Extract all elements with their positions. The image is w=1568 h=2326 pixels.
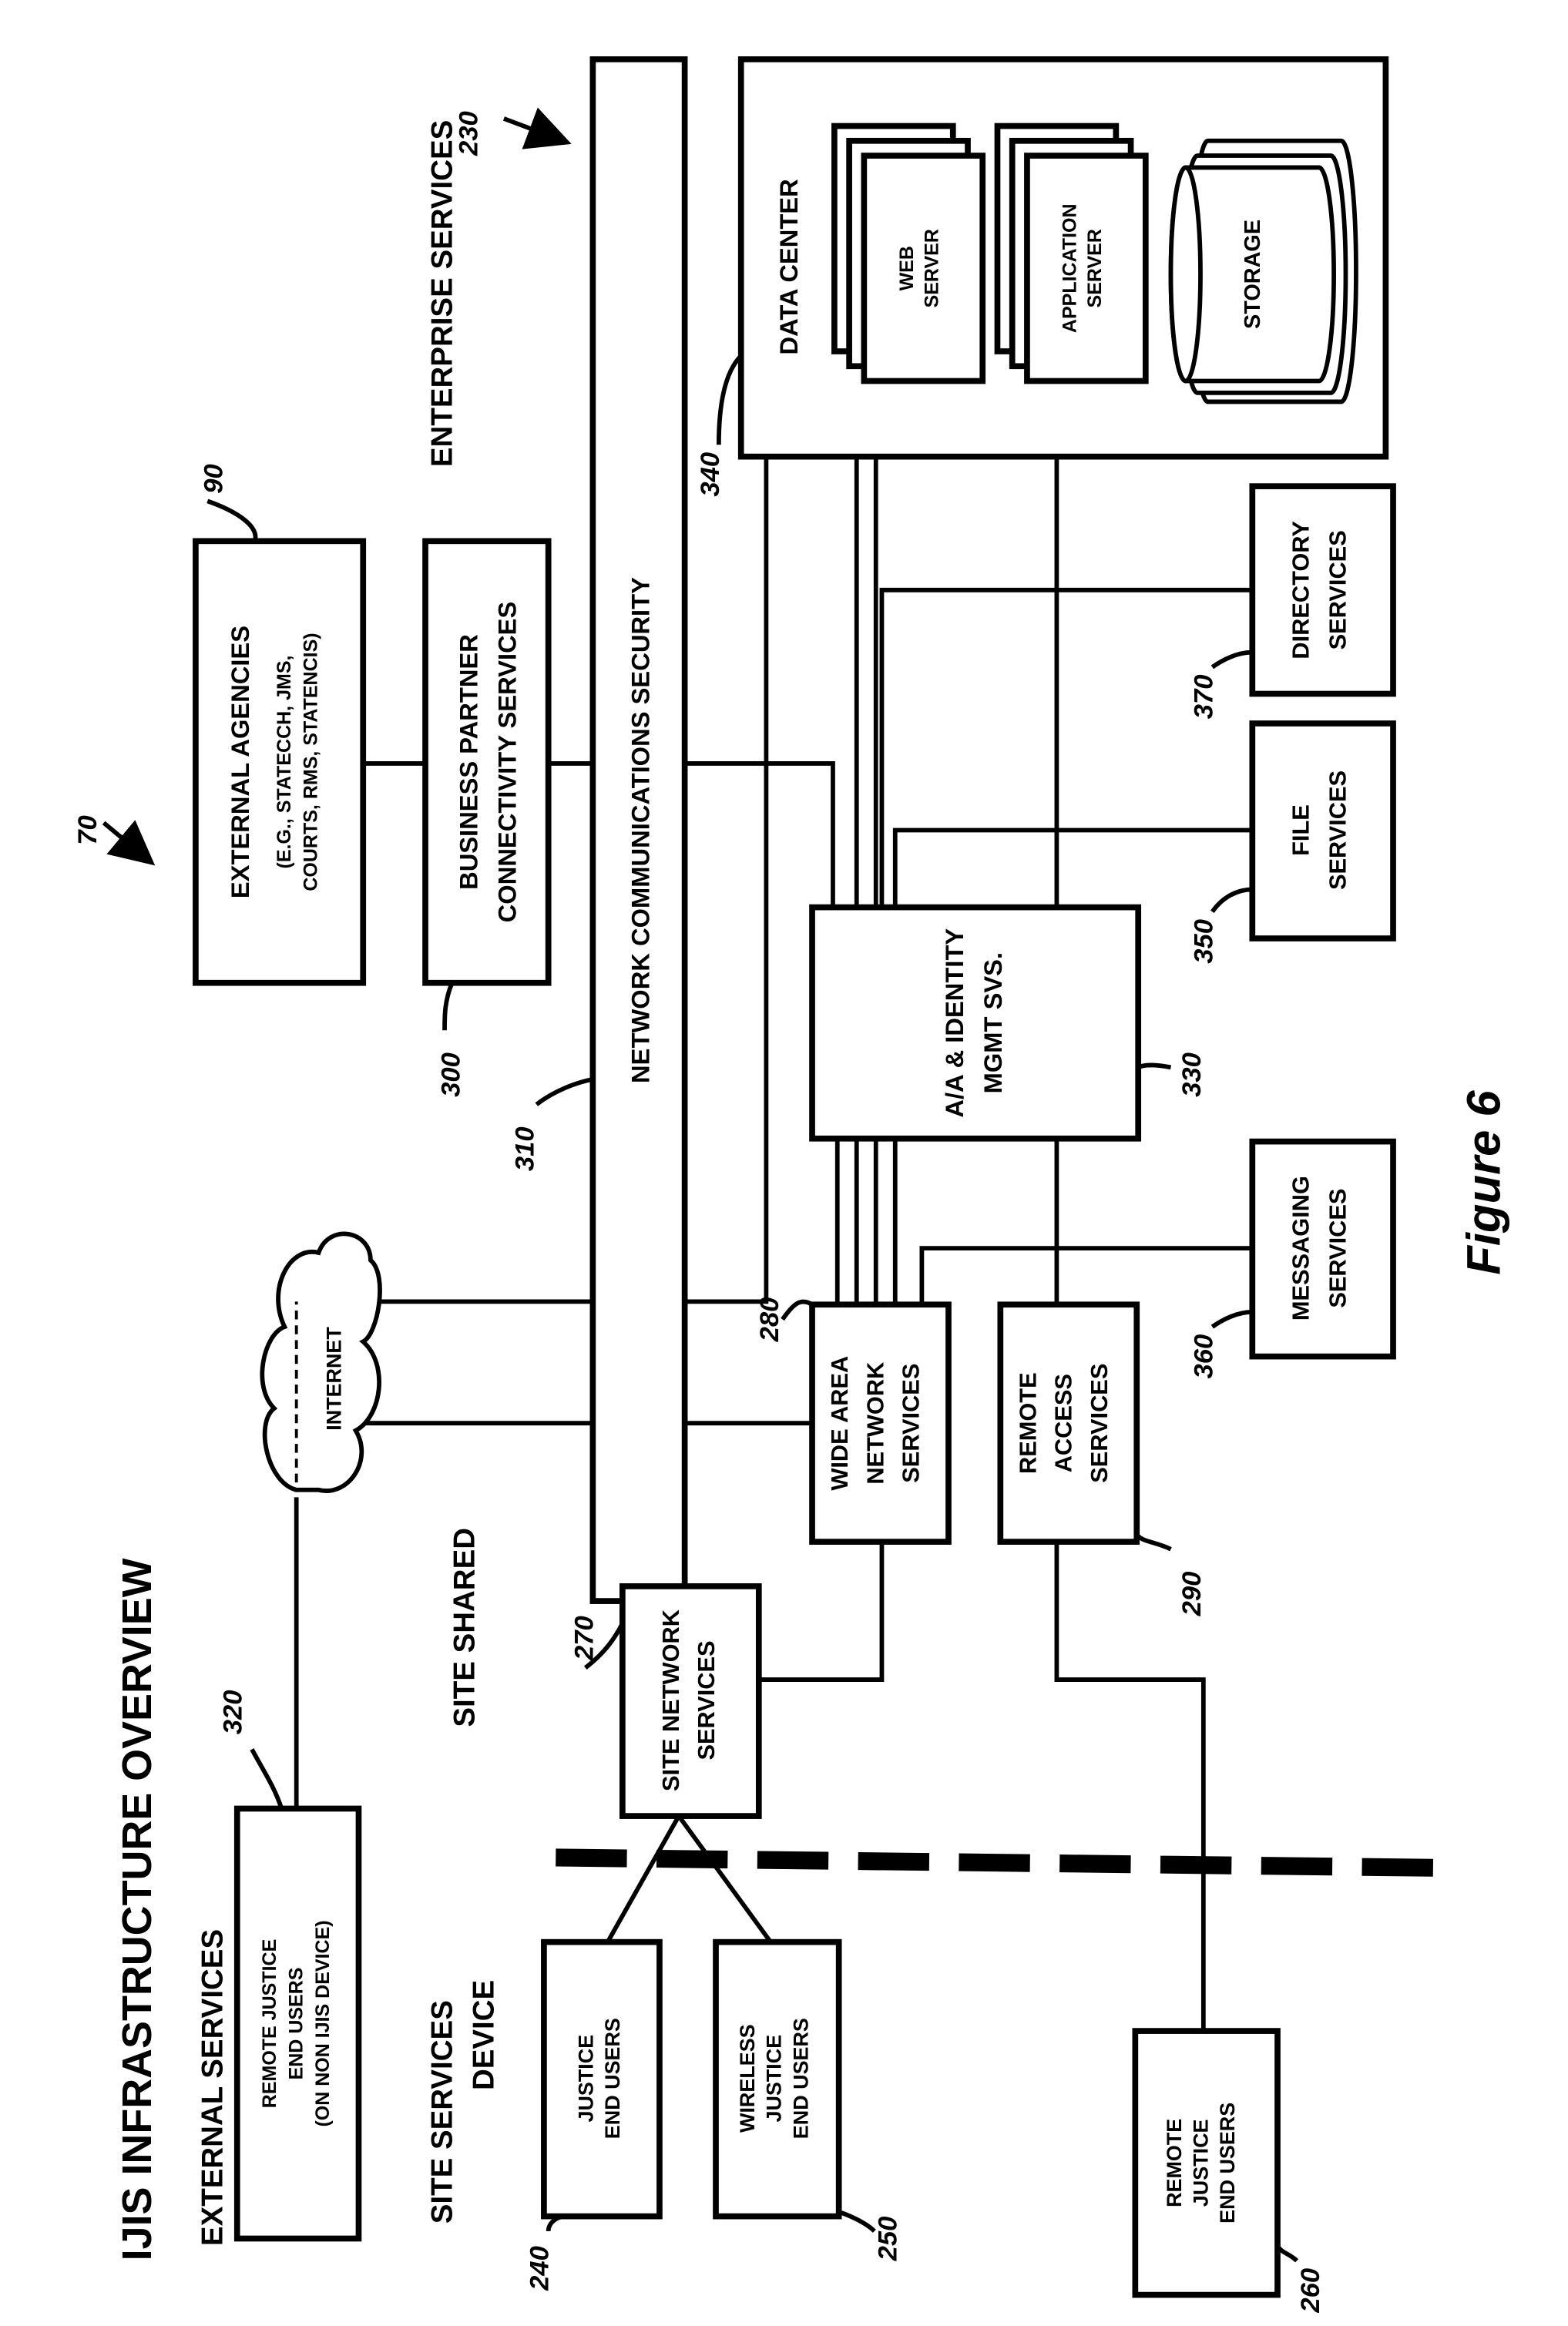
svg-text:MGMT SVS.: MGMT SVS. (979, 952, 1007, 1093)
connection-lines (297, 267, 1253, 2031)
ref-370: 370 (1189, 674, 1218, 719)
figure-caption: Figure 6 (1458, 1090, 1511, 1275)
ref-240: 240 (525, 2246, 555, 2291)
zone-site-services-device-2: DEVICE (468, 1980, 501, 2090)
svg-text:JUSTICE: JUSTICE (763, 2035, 786, 2123)
svg-text:DIRECTORY: DIRECTORY (1287, 521, 1314, 660)
ref-310: 310 (510, 1126, 539, 1171)
svg-text:REMOTE: REMOTE (1163, 2119, 1186, 2207)
svg-text:REMOTE JUSTICE: REMOTE JUSTICE (259, 1939, 280, 2109)
line-site-wireless (679, 1816, 771, 1942)
svg-text:WEB: WEB (896, 246, 918, 290)
node-data-center: DATA CENTER WEB SERVER APPLICATION SERVE… (741, 59, 1386, 457)
svg-text:JUSTICE: JUSTICE (1190, 2119, 1213, 2207)
ref-260: 260 (1296, 2268, 1325, 2314)
svg-text:(ON NON IJIS DEVICE): (ON NON IJIS DEVICE) (312, 1920, 334, 2126)
svg-text:COURTS, RMS, STATENCIS): COURTS, RMS, STATENCIS) (301, 633, 322, 891)
svg-text:BUSINESS PARTNER: BUSINESS PARTNER (454, 634, 482, 890)
ref-340: 340 (696, 452, 725, 497)
ref-300: 300 (436, 1052, 465, 1097)
node-remote-justice-end-users: REMOTE JUSTICE END USERS (1135, 2031, 1278, 2294)
svg-text:END USERS: END USERS (285, 1968, 307, 2080)
node-wide-area-network: WIDE AREA NETWORK SERVICES (812, 1304, 949, 1542)
page-title: IJIS INFRASTRUCTURE OVERVIEW (114, 1558, 160, 2261)
node-business-partner: BUSINESS PARTNER CONNECTIVITY SERVICES (425, 541, 549, 982)
svg-text:SERVICES: SERVICES (693, 1640, 720, 1760)
ref-70: 70 (73, 815, 102, 845)
ref-280: 280 (755, 1297, 784, 1343)
svg-text:SERVICES: SERVICES (1324, 1189, 1351, 1308)
ref-320: 320 (219, 1690, 248, 1735)
svg-text:JUSTICE: JUSTICE (574, 2035, 597, 2123)
node-network-security-bar: NETWORK COMMUNICATIONS SECURITY (593, 59, 684, 1601)
svg-text:NETWORK: NETWORK (861, 1362, 888, 1485)
ref-330: 330 (1177, 1052, 1207, 1097)
svg-text:SERVICES: SERVICES (898, 1364, 925, 1483)
svg-text:SERVICES: SERVICES (1086, 1364, 1113, 1483)
application-server-stack: APPLICATION SERVER (997, 126, 1145, 381)
svg-text:END USERS: END USERS (1216, 2103, 1239, 2224)
svg-text:SERVICES: SERVICES (1324, 530, 1351, 649)
svg-text:MESSAGING: MESSAGING (1287, 1176, 1314, 1321)
svg-text:SITE NETWORK: SITE NETWORK (657, 1609, 684, 1791)
zone-site-shared: SITE SHARED (448, 1528, 482, 1727)
node-justice-end-users: JUSTICE END USERS (544, 1942, 660, 2217)
zone-external-services: EXTERNAL SERVICES (196, 1929, 230, 2246)
svg-text:END USERS: END USERS (601, 2018, 624, 2139)
node-file-services: FILE SERVICES (1252, 723, 1393, 938)
node-remote-access: REMOTE ACCESS SERVICES (1000, 1304, 1137, 1542)
ref-360: 360 (1189, 1334, 1218, 1379)
svg-text:INTERNET: INTERNET (322, 1327, 345, 1431)
svg-text:END USERS: END USERS (789, 2018, 812, 2139)
ref-250: 250 (874, 2217, 903, 2262)
svg-text:SERVER: SERVER (922, 229, 943, 307)
svg-text:ACCESS: ACCESS (1050, 1374, 1077, 1472)
zone-site-services-device-1: SITE SERVICES (426, 2000, 459, 2224)
ref-350: 350 (1189, 919, 1218, 964)
node-external-agencies: EXTERNAL AGENCIES (E.G., STATECCH, JMS, … (196, 541, 363, 982)
line-site-justice (608, 1816, 679, 1942)
svg-text:FILE: FILE (1287, 804, 1314, 856)
node-site-network-services: SITE NETWORK SERVICES (623, 1586, 759, 1816)
line-netsec-aa (685, 764, 833, 908)
zone-enterprise-services: ENTERPRISE SERVICES (426, 120, 459, 467)
node-remote-justice-ext: REMOTE JUSTICE END USERS (ON NON IJIS DE… (237, 1808, 359, 2238)
svg-text:A/A & IDENTITY: A/A & IDENTITY (940, 928, 969, 1118)
svg-text:STORAGE: STORAGE (1241, 220, 1265, 329)
svg-text:REMOTE: REMOTE (1014, 1372, 1041, 1474)
line-wan-messaging (922, 1248, 1252, 1304)
web-server-stack: WEB SERVER (834, 126, 982, 381)
node-wireless-justice-end-users: WIRELESS JUSTICE END USERS (716, 1942, 839, 2217)
line-aa-file (895, 831, 1253, 908)
svg-text:WIDE AREA: WIDE AREA (826, 1356, 853, 1491)
svg-text:(E.G., STATECCH, JMS,: (E.G., STATECCH, JMS, (274, 656, 295, 869)
site-boundary-dashed (556, 1858, 1445, 1868)
node-messaging-services: MESSAGING SERVICES (1252, 1142, 1393, 1357)
node-internet-cloud: INTERNET (262, 1233, 380, 1491)
ref-90: 90 (200, 464, 229, 494)
svg-text:SERVICES: SERVICES (1324, 770, 1351, 890)
svg-text:EXTERNAL AGENCIES: EXTERNAL AGENCIES (226, 626, 254, 898)
ref-270: 270 (569, 1616, 599, 1661)
svg-text:NETWORK COMMUNICATIONS SECURIT: NETWORK COMMUNICATIONS SECURITY (626, 577, 654, 1083)
svg-text:WIRELESS: WIRELESS (736, 2024, 759, 2133)
line-aa-directory (881, 590, 1252, 908)
svg-text:APPLICATION: APPLICATION (1059, 203, 1080, 333)
node-aa-identity: A/A & IDENTITY MGMT SVS. (812, 908, 1138, 1139)
ref-290: 290 (1177, 1572, 1207, 1617)
node-directory-services: DIRECTORY SERVICES (1252, 486, 1393, 693)
line-site-wan (759, 1542, 882, 1680)
svg-text:DATA CENTER: DATA CENTER (774, 179, 803, 354)
storage-cylinders: STORAGE (1171, 141, 1356, 402)
svg-text:CONNECTIVITY SERVICES: CONNECTIVITY SERVICES (492, 602, 521, 923)
line-netsec-datacenter (685, 457, 767, 1302)
svg-text:SERVER: SERVER (1084, 229, 1106, 307)
ref-230: 230 (454, 111, 483, 156)
